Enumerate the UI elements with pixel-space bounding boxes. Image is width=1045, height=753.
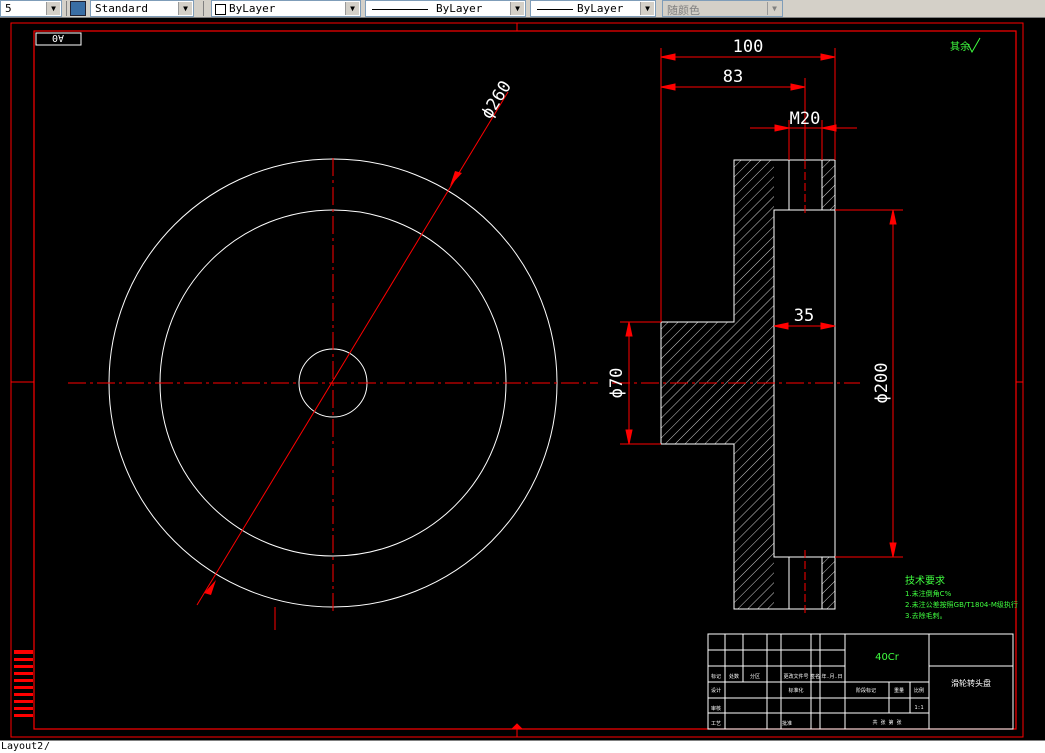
dim-diameter-200: ϕ200 [872, 363, 892, 404]
drawing-svg: A0 ϕ260 [10, 22, 1024, 738]
tb-cell-2: 分区 [750, 673, 760, 680]
toolbar-separator [203, 1, 204, 16]
tech-req-line2: 2.未注公差按照GB/T1804-M级执行 [905, 600, 1018, 609]
lineweight-combo[interactable]: ByLayer ▼ [530, 0, 656, 17]
color-value: ByLayer [229, 2, 276, 15]
layout-tab-bar: Layout2 / [0, 740, 1045, 753]
roughness-note: 其余 [950, 40, 970, 53]
tb-cell-4: 签名 [810, 673, 820, 680]
title-block [707, 633, 1014, 730]
dim-diameter-260: ϕ260 [477, 77, 516, 122]
tb-design: 设计 [711, 687, 721, 694]
tb-cell-0: 标记 [711, 673, 721, 680]
tab-separator: / [44, 741, 51, 752]
tech-req-line3: 3.去除毛刺。 [905, 611, 947, 620]
tech-req-line1: 1.未注倒角C% [905, 589, 952, 598]
section-view [612, 48, 903, 615]
tb-cell-3: 更改文件号 [783, 673, 808, 680]
center-marks [11, 23, 1023, 737]
dim-35: 35 [794, 306, 814, 326]
layer-combo[interactable]: 5 ▼ [0, 0, 62, 17]
title-part-name: 滑轮转头盘 [951, 678, 991, 688]
drawing-canvas[interactable]: A0 ϕ260 [0, 18, 1045, 740]
chevron-down-icon[interactable]: ▼ [345, 2, 359, 15]
inner-frame [33, 30, 1017, 730]
roughness-symbol [967, 37, 981, 54]
chevron-down-icon: ▼ [767, 2, 781, 15]
tb-sheets: 共 张 第 张 [872, 719, 901, 726]
tab-layout2[interactable]: Layout2 [1, 741, 44, 752]
color-swatch [215, 4, 226, 15]
chevron-down-icon[interactable]: ▼ [640, 2, 654, 15]
tb-ratio: 比例 [914, 687, 924, 694]
toolbar-separator [66, 1, 67, 16]
linetype-value: ByLayer [436, 2, 483, 15]
tb-weight: 重量 [894, 687, 904, 694]
dim-m20: M20 [790, 109, 821, 129]
text-style-combo[interactable]: Standard ▼ [90, 0, 194, 17]
lineweight-sample [537, 9, 573, 10]
tb-stage: 阶段标记 [856, 687, 876, 694]
dim-100: 100 [733, 37, 764, 57]
dim-83: 83 [723, 67, 743, 87]
plotstyle-combo[interactable]: 随颜色 ▼ [662, 0, 783, 17]
dim-diameter-70: ϕ70 [607, 368, 627, 399]
tb-approve: 批准 [782, 720, 792, 727]
tb-process: 工艺 [711, 721, 721, 727]
color-combo[interactable]: ByLayer ▼ [211, 0, 361, 17]
corner-label-box [35, 32, 82, 46]
tb-cell-5: 年.月.日 [821, 673, 842, 680]
tb-review: 审核 [711, 705, 721, 712]
text-style-icon[interactable] [70, 1, 86, 16]
properties-toolbar: 5 ▼ Standard ▼ ByLayer ▼ ByLayer ▼ ByLay… [0, 0, 1045, 18]
left-stamp [14, 650, 33, 717]
front-view [68, 91, 598, 630]
linetype-combo[interactable]: ByLayer ▼ [365, 0, 526, 17]
lineweight-value: ByLayer [577, 2, 624, 15]
tb-scale: 1:1 [914, 705, 923, 711]
corner-label: A0 [52, 32, 64, 43]
chevron-down-icon[interactable]: ▼ [178, 2, 192, 15]
tb-standard: 标准化 [788, 687, 803, 694]
linetype-sample [372, 9, 428, 10]
layer-combo-value: 5 [5, 2, 12, 15]
chevron-down-icon[interactable]: ▼ [510, 2, 524, 15]
text-style-value: Standard [95, 2, 148, 15]
chevron-down-icon[interactable]: ▼ [46, 2, 60, 15]
tech-req-title: 技术要求 [905, 574, 945, 587]
title-material: 40Cr [875, 652, 900, 663]
tb-cell-1: 处数 [729, 673, 739, 680]
plotstyle-value: 随颜色 [667, 4, 700, 17]
